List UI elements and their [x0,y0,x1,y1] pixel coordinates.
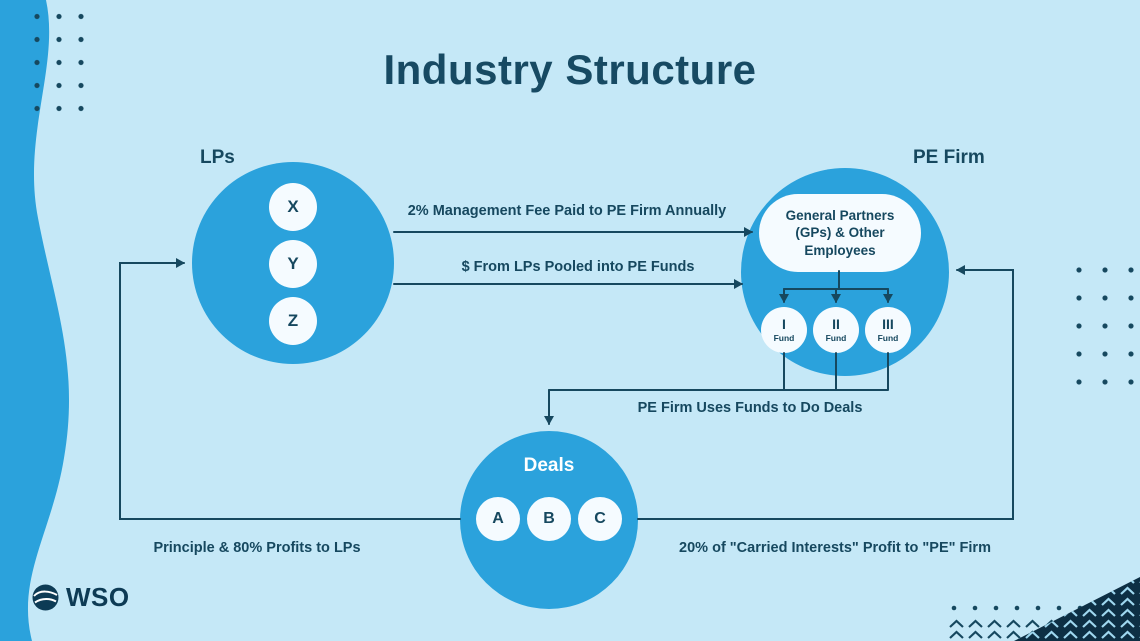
fund-1-caption: Fund [773,333,795,343]
funds-to-deals-label: PE Firm Uses Funds to Do Deals [637,400,863,416]
deal-b: B [527,497,571,541]
lp-member-z: Z [269,297,317,345]
carried-interest-label: 20% of "Carried Interests" Profit to "PE… [679,540,991,556]
page-title: Industry Structure [383,46,757,93]
lps-circle: X Y Z [192,162,394,364]
fund-3-circle: III Fund [865,307,911,353]
fund-2-circle: II Fund [813,307,859,353]
fund-2-numeral: II [832,316,840,332]
brand-wordmark: WSO [66,582,130,612]
pe-firm-label: PE Firm [913,147,985,168]
deals-label: Deals [523,455,575,476]
deal-a: A [476,497,520,541]
wso-globe-icon [32,584,59,611]
dots-pattern-top-left [26,5,92,119]
general-partners-box: General Partners (GPs) & Other Employees [759,194,921,272]
lp-member-x: X [269,183,317,231]
brand-lockup: WSO [32,582,130,613]
deal-c: C [578,497,622,541]
profits-to-lps-label: Principle & 80% Profits to LPs [153,540,361,556]
lp-member-y: Y [269,240,317,288]
management-fee-label: 2% Management Fee Paid to PE Firm Annual… [407,203,727,219]
pooled-funds-label: $ From LPs Pooled into PE Funds [461,259,695,275]
fund-3-caption: Fund [877,333,899,343]
corner-decoration-bottom-right [946,577,1140,641]
fund-1-numeral: I [782,316,786,332]
fund-1-circle: I Fund [761,307,807,353]
fund-2-caption: Fund [825,333,847,343]
lps-label: LPs [200,147,235,168]
dots-pattern-right [1066,256,1140,396]
deals-circle: Deals A B C [460,431,638,609]
fund-3-numeral: III [882,316,894,332]
wave-shape-left [0,0,70,641]
